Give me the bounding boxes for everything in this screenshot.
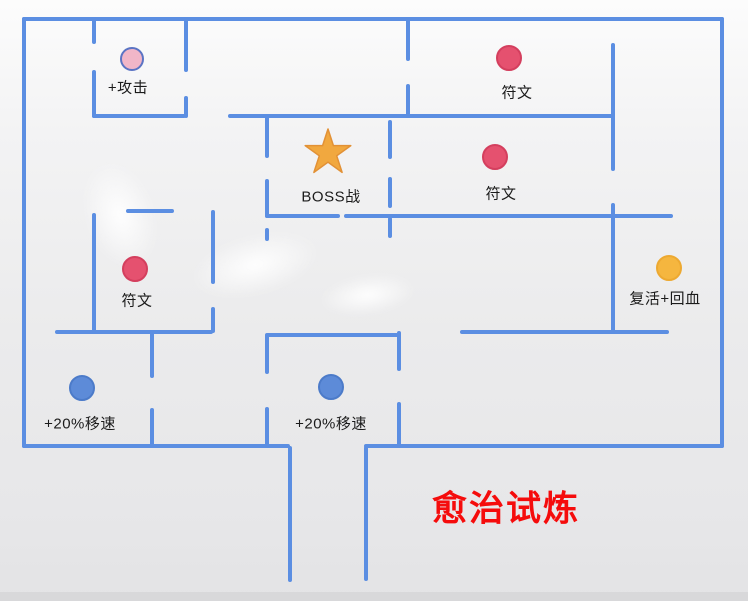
rune-north-label: 符文 — [501, 84, 533, 102]
wall-segment — [397, 402, 401, 447]
revive-heal-icon — [656, 255, 682, 281]
attack-buff-label: +攻击 — [107, 79, 149, 97]
rune-north-icon — [496, 45, 522, 71]
wall-segment — [92, 213, 96, 333]
wall-segment — [184, 96, 188, 118]
wall-segment — [364, 446, 368, 581]
wall-segment — [211, 307, 215, 333]
wall-segment — [611, 203, 615, 334]
attack-buff-icon — [120, 47, 144, 71]
wall-segment — [720, 17, 724, 448]
wall-segment — [22, 444, 290, 448]
wall-segment — [388, 177, 392, 208]
wall-segment — [364, 444, 724, 448]
wall-segment — [92, 17, 96, 44]
wall-segment — [460, 330, 669, 334]
boss-label: BOSS战 — [301, 188, 361, 206]
wall-segment — [150, 331, 154, 378]
wall-segment — [344, 214, 673, 218]
speed-mid-label: +20%移速 — [295, 415, 367, 433]
speed-west-icon — [69, 375, 95, 401]
wall-segment — [92, 70, 96, 118]
bottom-edge-strip — [0, 592, 748, 601]
wall-segment — [184, 17, 188, 72]
rune-east-icon — [482, 144, 508, 170]
wall-segment — [388, 120, 392, 159]
rune-west-label: 符文 — [121, 292, 153, 310]
wall-segment — [92, 114, 186, 118]
speed-west-label: +20%移速 — [44, 415, 116, 433]
wall-segment — [265, 179, 269, 218]
rune-east-label: 符文 — [485, 185, 517, 203]
trial-title: 愈治试炼 — [431, 489, 581, 529]
watermark-smudge — [69, 151, 171, 279]
wall-segment — [265, 116, 269, 158]
wall-segment — [22, 17, 724, 21]
wall-segment — [397, 331, 401, 371]
revive-heal-label: 复活+回血 — [629, 290, 701, 308]
wall-segment — [126, 209, 174, 213]
wall-segment — [265, 228, 269, 241]
wall-segment — [150, 408, 154, 447]
wall-segment — [211, 210, 215, 284]
wall-segment — [388, 217, 392, 238]
wall-segment — [265, 333, 269, 374]
wall-segment — [266, 333, 399, 337]
wall-segment — [228, 114, 614, 118]
boss-star-icon — [304, 128, 352, 174]
wall-segment — [611, 43, 615, 171]
wall-segment — [265, 407, 269, 447]
rune-west-icon — [122, 256, 148, 282]
watermark-smudge — [184, 220, 326, 310]
wall-segment — [406, 84, 410, 117]
wall-segment — [265, 214, 340, 218]
wall-segment — [22, 17, 26, 448]
wall-segment — [288, 446, 292, 582]
wall-segment — [406, 17, 410, 61]
wall-segment — [55, 330, 213, 334]
watermark-smudge — [317, 268, 418, 322]
speed-mid-icon — [318, 374, 344, 400]
